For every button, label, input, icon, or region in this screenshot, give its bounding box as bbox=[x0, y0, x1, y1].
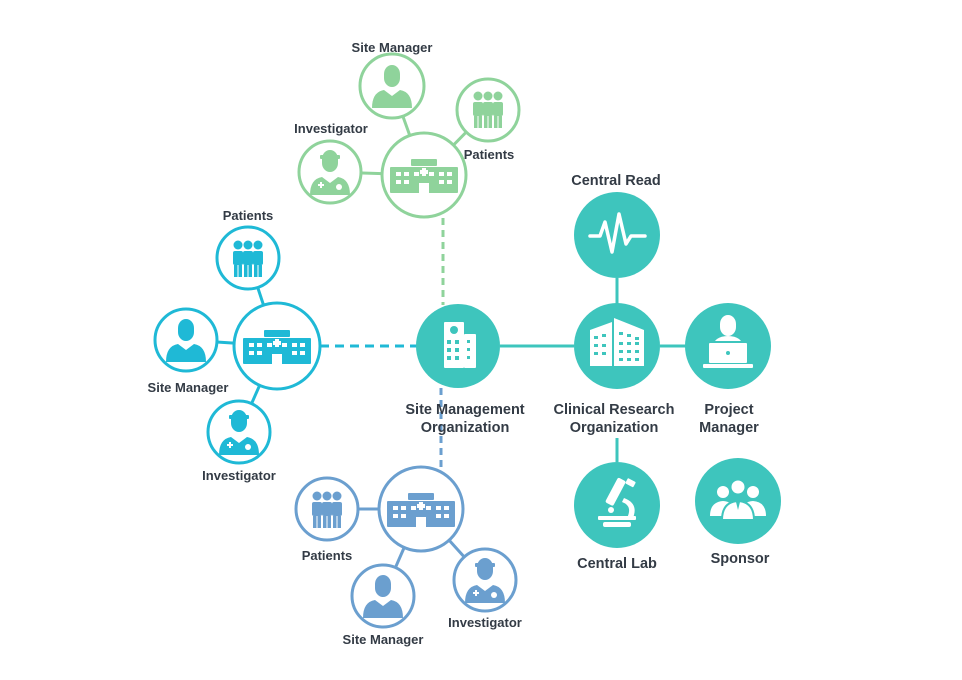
cyan-patients-label: Patients bbox=[223, 208, 274, 223]
central-lab-node[interactable] bbox=[574, 462, 660, 548]
central-read-label: Central Read bbox=[571, 173, 660, 189]
cyan-site-cluster: Patients Site Manager Investigator bbox=[148, 208, 322, 483]
blue-patients-label: Patients bbox=[302, 548, 353, 563]
cro-label-line2: Organization bbox=[570, 420, 659, 436]
blue-site-manager-label: Site Manager bbox=[343, 632, 424, 647]
blue-investigator-label: Investigator bbox=[448, 615, 522, 630]
cyan-investigator-label: Investigator bbox=[202, 468, 276, 483]
green-site-cluster: Site Manager Patients Investigator bbox=[294, 40, 521, 219]
blue-site-cluster: Patients Site Manager Investigator bbox=[294, 465, 522, 647]
core-organizations: Site Management Organization Central Rea… bbox=[405, 173, 781, 572]
smo-label-line2: Organization bbox=[421, 420, 510, 436]
central-lab-label: Central Lab bbox=[577, 556, 657, 572]
sponsor-team-icon bbox=[710, 478, 766, 521]
green-patients-label: Patients bbox=[464, 147, 515, 162]
green-investigator-label: Investigator bbox=[294, 121, 368, 136]
smo-label-line1: Site Management bbox=[405, 402, 524, 418]
project-manager-label-line2: Manager bbox=[699, 420, 759, 436]
green-site-manager-label: Site Manager bbox=[352, 40, 433, 55]
office-building-icon bbox=[444, 322, 476, 368]
laptop-person-icon bbox=[703, 315, 753, 368]
cro-label-line1: Clinical Research bbox=[554, 402, 675, 418]
project-manager-label-line1: Project bbox=[704, 402, 753, 418]
heartbeat-waveform-icon bbox=[588, 212, 647, 254]
central-read-node[interactable] bbox=[574, 192, 660, 278]
sponsor-label: Sponsor bbox=[711, 551, 770, 567]
office-building-icon bbox=[590, 318, 644, 366]
cyan-site-manager-label: Site Manager bbox=[148, 380, 229, 395]
microscope-icon bbox=[598, 477, 636, 527]
